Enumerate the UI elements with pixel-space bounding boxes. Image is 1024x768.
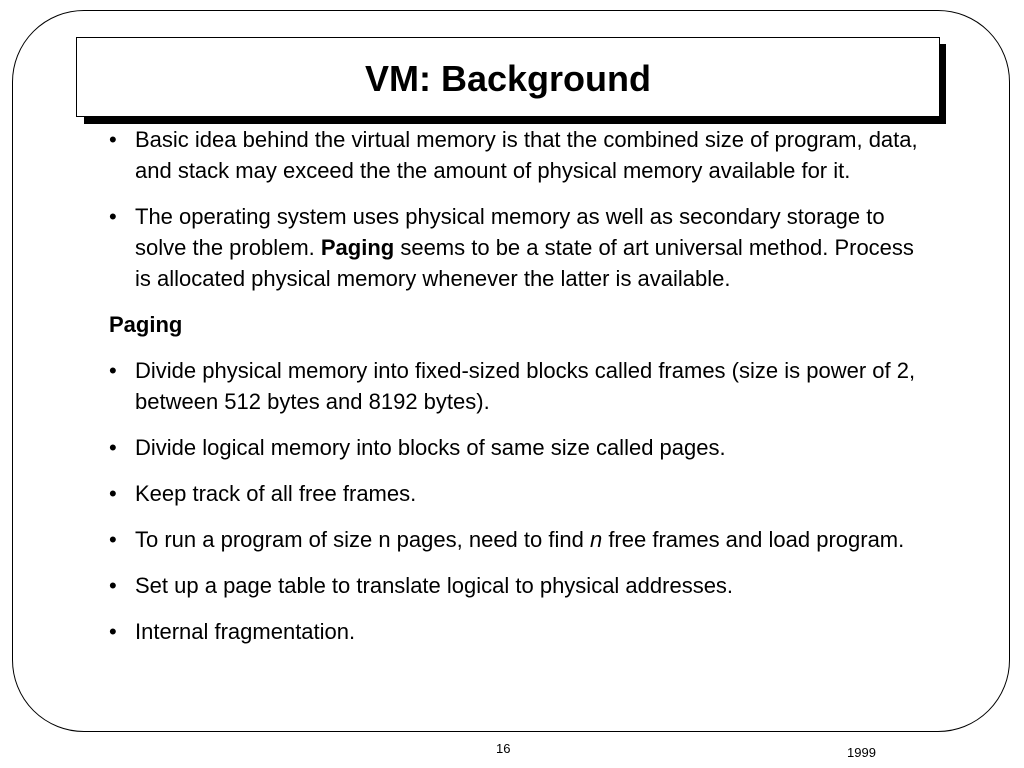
bullet-icon: • <box>109 435 117 460</box>
bullet-item: • Keep track of all free frames. <box>109 478 929 509</box>
page-number: 16 <box>496 741 511 756</box>
bullet-text: Divide logical memory into blocks of sam… <box>135 435 726 460</box>
bullet-icon: • <box>109 204 117 229</box>
section-heading: Paging <box>109 312 183 337</box>
bullet-text: Divide physical memory into fixed-sized … <box>135 358 916 414</box>
title-box: VM: Background <box>76 37 940 117</box>
bullet-icon: • <box>109 527 117 552</box>
slide-content: • Basic idea behind the virtual memory is… <box>109 124 929 662</box>
bullet-item: • The operating system uses physical memo… <box>109 201 929 294</box>
bullet-text: To run a program of size n pages, need t… <box>135 527 590 552</box>
footer-year: 1999 <box>847 745 876 760</box>
bullet-item: • Divide logical memory into blocks of sa… <box>109 432 929 463</box>
bullet-item: • To run a program of size n pages, need … <box>109 524 929 555</box>
bullet-text: seems to be a state of art universal met… <box>135 235 914 291</box>
bullet-text: Basic idea behind the virtual memory is … <box>135 127 918 183</box>
bullet-text: Set up a page table to translate logical… <box>135 573 734 598</box>
slide-frame <box>12 10 1010 732</box>
bullet-text: Paging <box>320 235 395 260</box>
bullet-text: n <box>589 527 603 552</box>
bullet-item: • Internal fragmentation. <box>109 616 929 647</box>
bullet-icon: • <box>109 619 117 644</box>
bullet-icon: • <box>109 358 117 383</box>
bullet-icon: • <box>109 573 117 598</box>
bullet-item: • Set up a page table to translate logica… <box>109 570 929 601</box>
bullet-icon: • <box>109 481 117 506</box>
bullet-item: • Basic idea behind the virtual memory is… <box>109 124 929 186</box>
bullet-text: Keep track of all free frames. <box>135 481 417 506</box>
bullet-item: • Divide physical memory into fixed-sized… <box>109 355 929 417</box>
slide-title: VM: Background <box>364 58 651 99</box>
bullet-text: free frames and load program. <box>602 527 905 552</box>
bullet-icon: • <box>109 127 117 152</box>
bullet-text: The operating system uses physical memor… <box>135 204 885 260</box>
bullet-text: Internal fragmentation. <box>135 619 356 644</box>
